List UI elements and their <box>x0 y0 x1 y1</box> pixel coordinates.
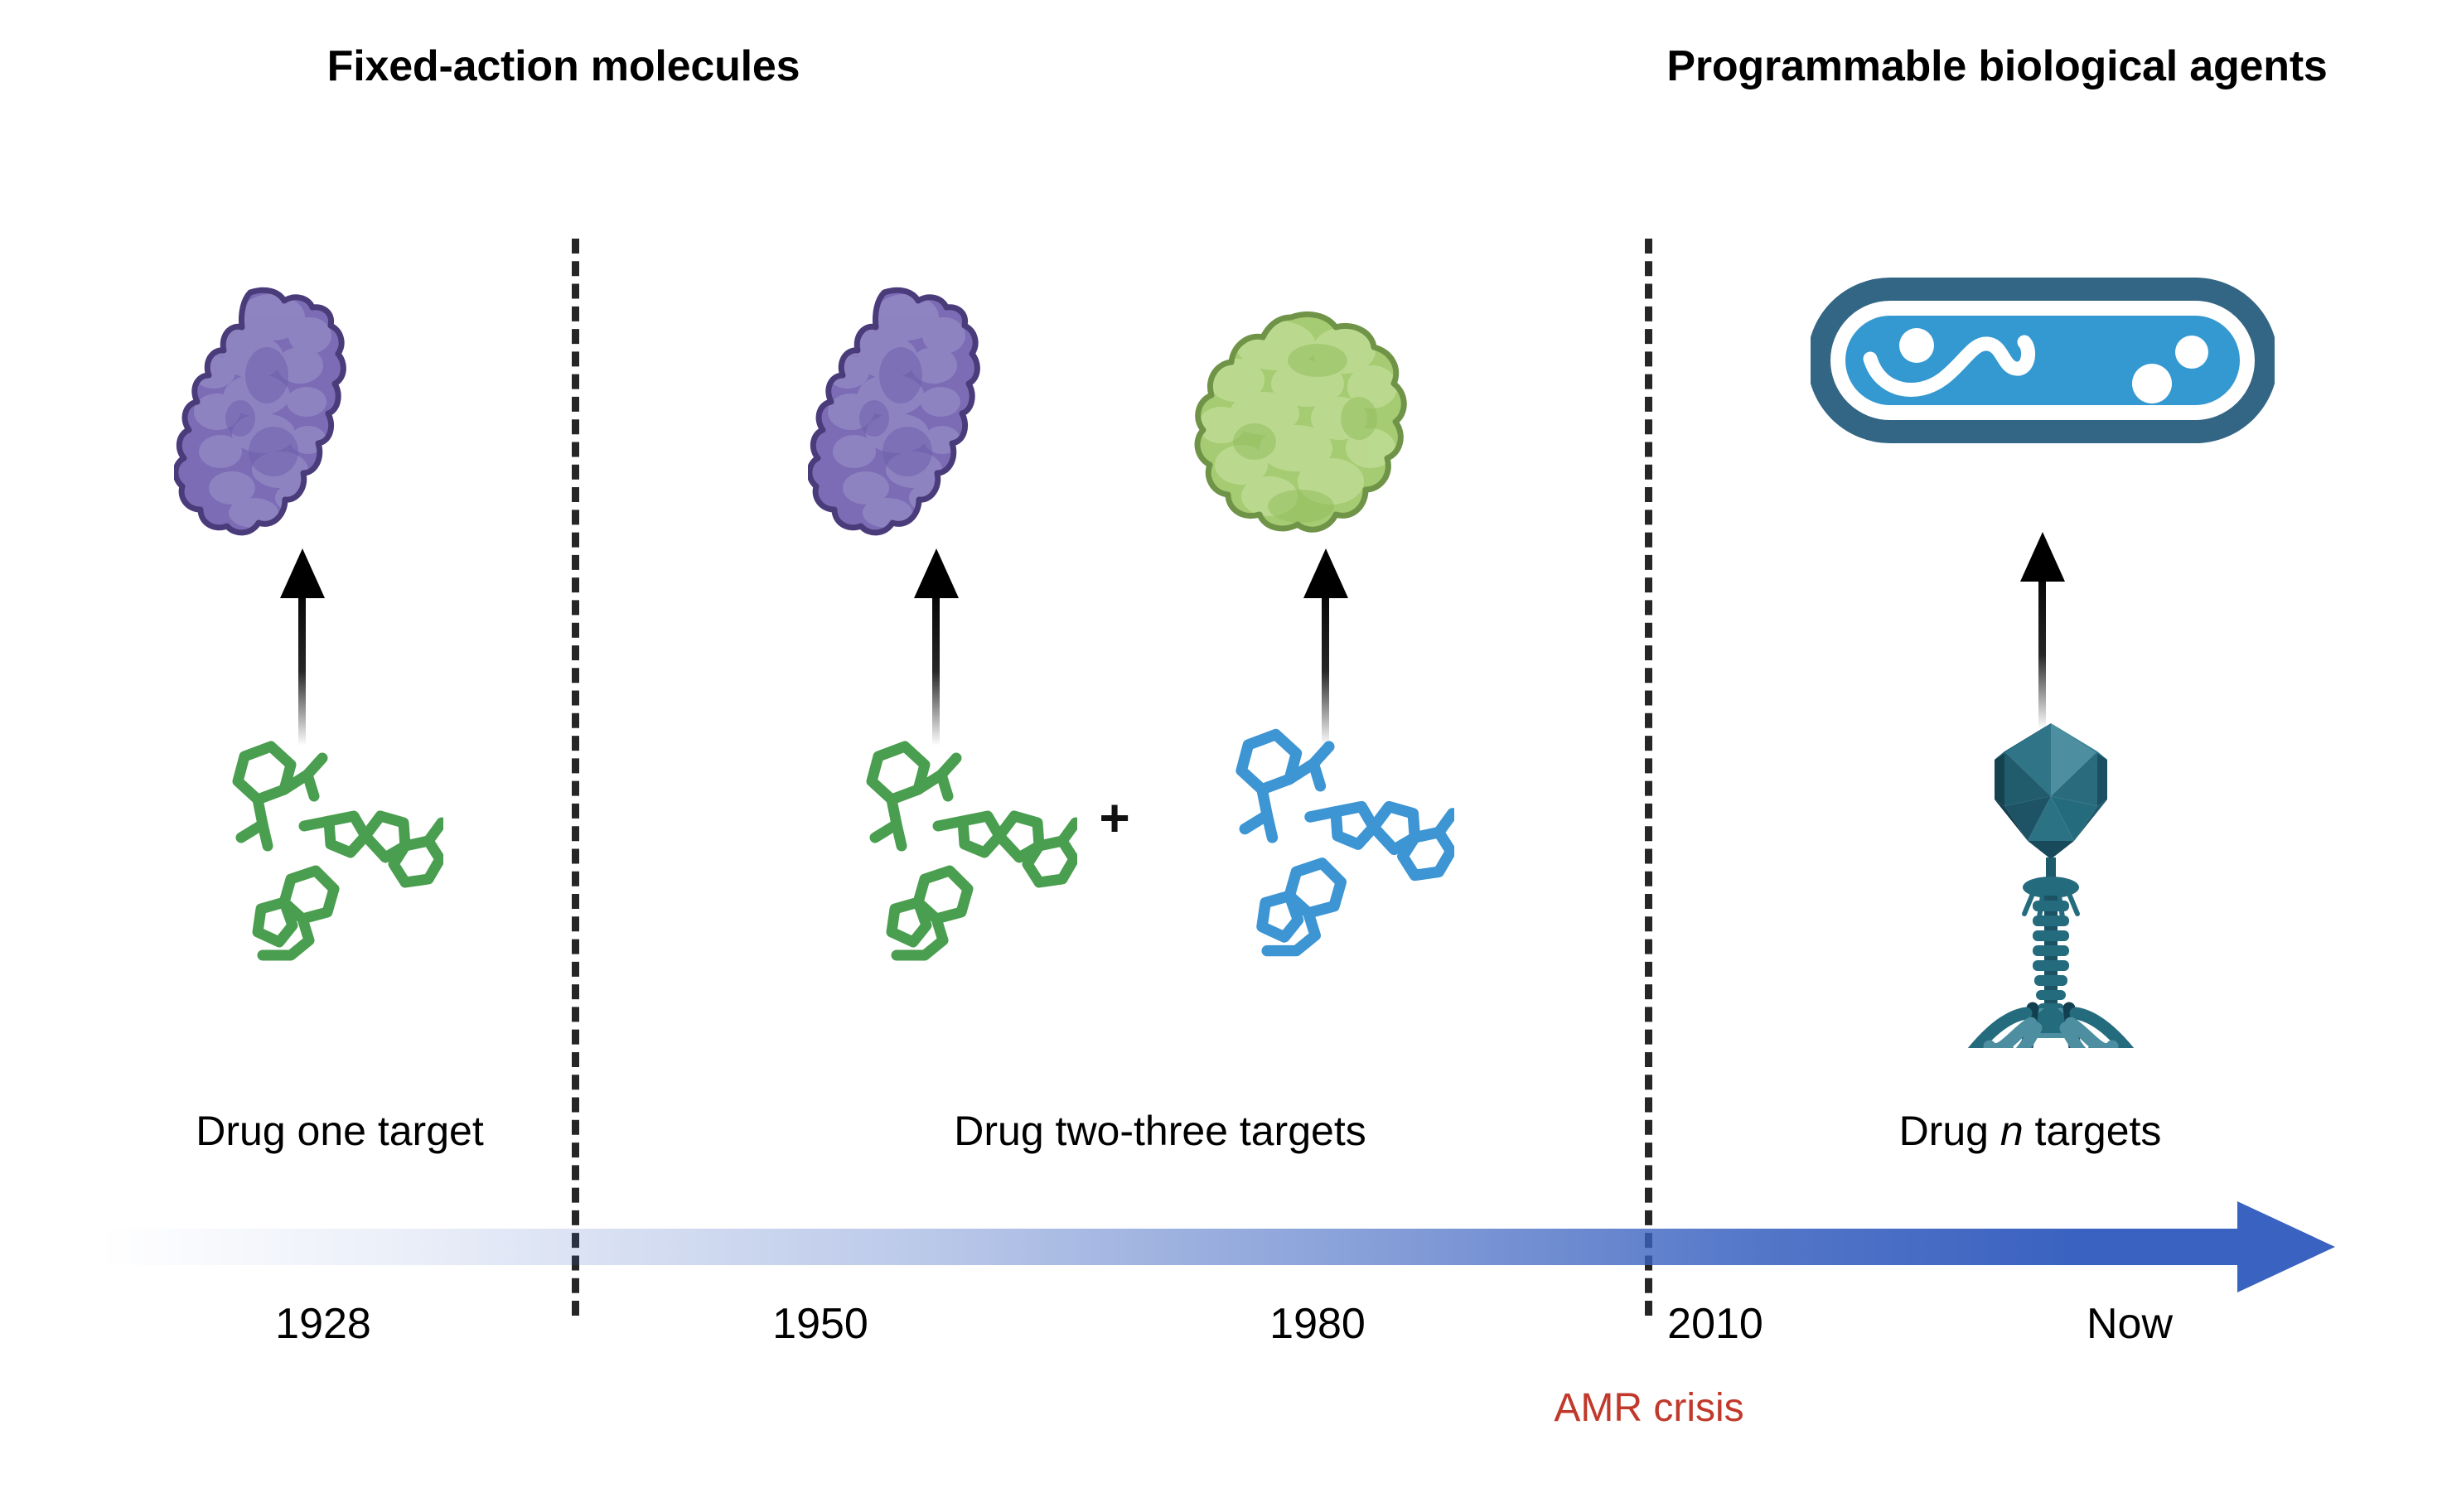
era-divider-1 <box>572 239 579 1316</box>
protein-green-icon <box>1194 312 1407 533</box>
arrow-up-icon-4 <box>2020 532 2065 729</box>
label-n-suffix: targets <box>2023 1108 2162 1154</box>
stage-label-drug-n-targets: Drug n targets <box>1724 1107 2337 1155</box>
timeline-arrowhead-icon <box>2237 1201 2335 1292</box>
amr-crisis-annotation: AMR crisis <box>1554 1386 1744 1430</box>
year-tick-1950: 1950 <box>772 1300 868 1348</box>
stage-label-drug-two-three-targets: Drug two-three targets <box>954 1108 1366 1154</box>
year-tick-2010: 2010 <box>1667 1300 1763 1348</box>
timeline-bar <box>99 1229 2246 1265</box>
year-tick-1928: 1928 <box>275 1300 371 1348</box>
molecule-blue-icon <box>1236 728 1454 957</box>
heading-programmable-biological-agents: Programmable biological agents <box>1666 42 2328 90</box>
bacterium-icon <box>1811 278 2275 443</box>
arrow-up-icon <box>280 548 325 746</box>
heading-fixed-action-molecules: Fixed-action molecules <box>326 42 800 90</box>
era-divider-2 <box>1645 239 1652 1316</box>
protein-purple-icon-2 <box>808 287 980 536</box>
bacteriophage-icon <box>1967 723 2135 1048</box>
molecule-green-icon <box>232 741 443 961</box>
year-tick-now: Now <box>2086 1300 2174 1348</box>
label-n-variable: n <box>2000 1108 2024 1154</box>
year-tick-1980: 1980 <box>1269 1300 1366 1348</box>
stage-label-drug-one-target: Drug one target <box>196 1108 484 1154</box>
arrow-up-icon-2 <box>914 548 959 746</box>
protein-purple-icon <box>174 287 346 536</box>
plus-operator: + <box>1099 788 1130 848</box>
molecule-green-icon-2 <box>866 741 1077 961</box>
label-n-prefix: Drug <box>1898 1108 2000 1154</box>
arrow-up-icon-3 <box>1303 548 1348 746</box>
